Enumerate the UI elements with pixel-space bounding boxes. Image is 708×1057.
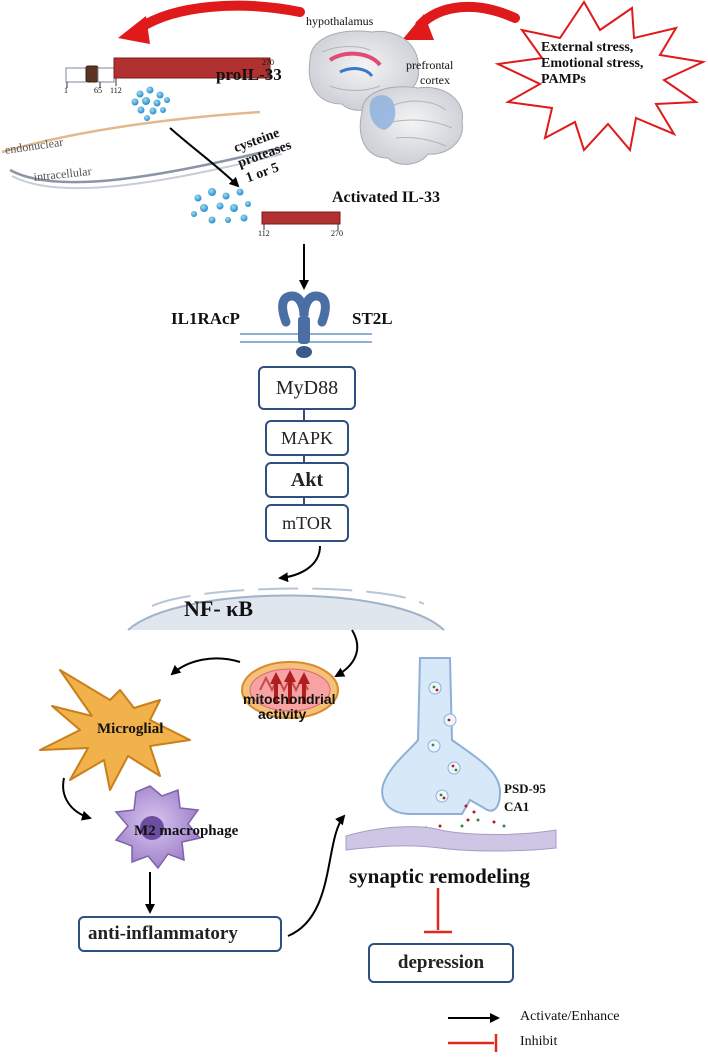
arrow-cleavage: [169, 127, 240, 188]
label-prefrontal-1: prefrontal: [406, 58, 454, 72]
mitochondria-icon: [241, 661, 339, 719]
box-myd88-label: MyD88: [275, 376, 339, 399]
intracellular-membrane-inner: [11, 153, 283, 190]
brain-prefrontal-icon: [359, 86, 463, 165]
box-depression-label: depression: [397, 952, 485, 973]
label-nfkb: NF- κB: [184, 596, 254, 621]
activated-dot-cluster: [191, 188, 251, 224]
box-depression: depression: [368, 943, 514, 983]
box-mapk-label: MAPK: [280, 427, 333, 448]
st2-receptor-icon: [278, 291, 330, 358]
inhibit-synaptic-to-depression: [424, 888, 452, 934]
box-mtor: mTOR: [265, 504, 349, 542]
label-il1racp: IL1RAcP: [171, 309, 240, 328]
arrow-to-microglia: [170, 657, 241, 676]
label-st2l: ST2L: [352, 309, 393, 328]
arrow-to-m2: [62, 777, 92, 821]
box-akt: Akt: [265, 462, 349, 498]
intracellular-membrane-outer: [9, 146, 281, 184]
legend-inhibit-symbol: [448, 1034, 498, 1052]
tick-activated-270: 270: [331, 229, 343, 238]
box-mtor-label: mTOR: [282, 512, 332, 533]
label-hypothalamus: hypothalamus: [306, 14, 374, 28]
box-anti-inflammatory-label: anti-inflammatory: [88, 923, 238, 944]
stress-arrow-from-starburst: [402, 1, 520, 40]
label-mito-2: activity: [258, 706, 307, 722]
m2-macrophage-icon: [114, 785, 202, 870]
label-psd95: PSD-95: [504, 781, 546, 796]
legend-activate-label: Activate/Enhance: [520, 1009, 620, 1024]
box-myd88: MyD88: [258, 366, 356, 410]
tick-activated-112: 112: [258, 229, 270, 238]
label-stress-1: External stress,: [541, 40, 634, 55]
tick-65: 65: [94, 86, 102, 95]
stress-starburst: [494, 0, 707, 153]
postsynaptic-membrane: [345, 826, 557, 852]
stress-arrow-to-hypothalamus: [118, 0, 305, 44]
box-anti-inflammatory: anti-inflammatory: [78, 916, 282, 952]
tick-112: 112: [110, 86, 122, 95]
label-activated-il33: Activated IL-33: [332, 189, 440, 206]
proil33-dot-cluster: [131, 86, 170, 121]
label-ca1: CA1: [504, 799, 530, 814]
label-microglial: Microglial: [97, 721, 164, 737]
label-m2-macrophage: M2 macrophage: [134, 823, 239, 839]
arrow-to-mitochondria: [334, 629, 359, 677]
label-prefrontal-2: cortex: [420, 73, 450, 87]
label-mito-1: mitochondrial: [243, 691, 336, 707]
proil33-protein-bar: [65, 57, 271, 88]
label-synaptic-remodeling: synaptic remodeling: [349, 864, 531, 888]
label-stress-2: Emotional stress,: [541, 56, 644, 71]
box-akt-label: Akt: [290, 468, 324, 491]
label-stress-3: PAMPs: [541, 72, 586, 87]
activated-il33-bar: [261, 211, 341, 230]
arrow-to-synapse: [287, 814, 346, 937]
synapse-icon: [381, 657, 506, 830]
label-proil33: proIL-33: [216, 65, 282, 84]
arrow-to-nfkb: [278, 545, 321, 583]
tick-270: 270: [262, 58, 274, 67]
tick-1: 1: [64, 86, 68, 95]
endonuclear-membrane: [1, 110, 261, 154]
legend-inhibit-label: Inhibit: [520, 1034, 558, 1049]
nucleus-dome: [127, 587, 445, 631]
box-mapk: MAPK: [265, 420, 349, 456]
microglia-cell-icon: [39, 669, 191, 791]
